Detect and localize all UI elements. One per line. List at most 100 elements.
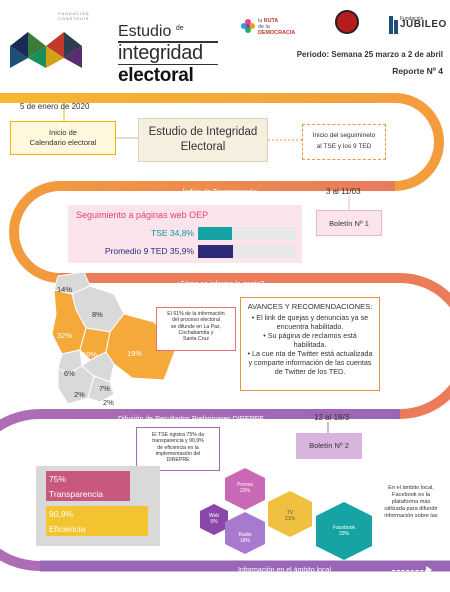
avances-item: • El link de quejas y denuncias ya se en…	[251, 313, 369, 331]
eficiencia-value: 90,9%	[49, 509, 74, 519]
ted-bar-track	[198, 245, 296, 258]
direpre-note-box: El TSE rigistra 75% da transparencia y 9…	[136, 427, 220, 471]
map-pct-lapaz: 32%	[57, 331, 73, 340]
local-note-line-1: En el ámbito local,	[388, 485, 434, 491]
ruta-dela: de la	[258, 24, 270, 30]
report-period: Periodo: Semana 25 marzo a 2 de abril	[296, 50, 443, 59]
title-word-integridad: integridad	[118, 41, 203, 64]
hex-facebook-value: 33%	[338, 531, 349, 537]
map-pct-chuquisaca: 7%	[99, 384, 110, 393]
brand-text: Fundación Construir	[58, 12, 90, 21]
hex-radio-value: 18%	[239, 538, 250, 544]
map-pct-potosi: 2%	[74, 390, 85, 399]
como-se-informa-label: ¿Cómo se informa la gente?	[175, 281, 265, 288]
eficiencia-label: Eficiencia	[49, 524, 86, 534]
map-pct-oruro: 6%	[64, 369, 75, 378]
hex-web	[200, 504, 228, 535]
transparency-title: Seguimiento a páginas web OEP	[76, 210, 209, 220]
inicio-calendario-box: Inicio de Calendario electoral	[10, 121, 116, 155]
direpre-note-line-5: DIREPRE	[166, 457, 190, 464]
estudio-line-2: Electoral	[180, 141, 226, 153]
logo-ruta-democracia: la RUTA de la DEMOCRACIA	[240, 12, 312, 40]
title-word-estudio: Estudio	[118, 23, 172, 40]
arrow-dash-line	[392, 570, 428, 571]
map-note-line-3: se difunde en La Paz,	[170, 323, 222, 330]
hex-facebook-label: Facebook 33%	[324, 525, 364, 537]
ted-bar-fill	[198, 245, 234, 258]
hex-prensa-label: Prensa 23%	[225, 482, 265, 494]
local-note-line-2: Facebook es la	[392, 492, 430, 498]
map-note-line-1: El 61% de la información	[167, 311, 225, 317]
indice-transparencia-label: Índice de Transparencia	[182, 189, 258, 196]
seal-logo-icon	[335, 10, 359, 34]
direpre-note-line-2: transparencia y 90,9%	[152, 438, 204, 445]
avances-item: • Su página de reclamos está habilitada.	[263, 331, 357, 349]
eficiencia-metric: 90,9% Eficiencia	[46, 506, 148, 536]
jubileo-mark-icon	[389, 16, 398, 34]
ruta-la: la	[258, 18, 263, 24]
ruta-ruta: RUTA	[263, 18, 279, 24]
ted-bar-label: Promedio 9 TED 35,9%	[104, 246, 194, 256]
media-hexagons	[200, 468, 372, 560]
brand-mosaic-icon	[10, 32, 82, 68]
map-pct-cochabamba: 10%	[82, 350, 98, 359]
map-note-line-2: del proceso electoral	[172, 317, 220, 324]
hex-radio	[225, 512, 265, 554]
hex-facebook	[316, 502, 372, 560]
estudio-line-1: Estudio de Integridad	[148, 126, 258, 138]
map-pct-santacruz: 19%	[127, 349, 143, 358]
hex-tv	[268, 491, 312, 537]
tse-bar-label: TSE 34,8%	[151, 228, 194, 238]
ruta-flower-icon	[241, 19, 255, 33]
avances-item: • La cue nta de Twitter está actualizada…	[247, 349, 373, 376]
inicio-line-2: Calendario electoral	[29, 138, 97, 147]
map-note-line-4: Cochabamba y	[178, 329, 214, 336]
brand-logo	[6, 8, 96, 70]
boletin2-dates: 12 al 18/3	[314, 413, 350, 422]
local-note-line-3: plataforma más	[391, 499, 431, 505]
transparencia-label: Transparencia	[49, 489, 104, 499]
map-note-box: El 61% de la información del proceso ele…	[156, 307, 236, 351]
transparencia-metric: 75% Transparencia	[46, 471, 130, 501]
difusion-label: Difusión de Resultados Preliminares DIRE…	[118, 416, 264, 423]
transparencia-value: 75%	[49, 474, 67, 484]
jubileo-name: JUBILEO	[400, 19, 447, 30]
logo-jubileo: Fundación JUBILEO	[388, 14, 446, 38]
avances-box: AVANCES Y RECOMENDACIONES: • El link de …	[240, 297, 380, 391]
info-local-label: Información en el ámbito local	[238, 567, 331, 574]
tse-bar-fill	[198, 227, 233, 240]
map-pct-pando: 14%	[57, 285, 73, 294]
boletin1-dates: 3 al 11/03	[326, 187, 361, 196]
hex-facebook-name: Facebook	[333, 525, 355, 531]
direpre-note-line-4: implementación del	[155, 450, 201, 457]
estudio-integridad-box: Estudio de Integridad Electoral	[138, 118, 268, 162]
hex-prensa-value: 23%	[239, 488, 250, 494]
title-word-electoral: electoral	[118, 65, 194, 86]
timeline-start-date: 5 de enero de 2020	[20, 102, 90, 111]
tse-bar-track	[198, 227, 296, 240]
local-note-line-5: información sobre las	[384, 513, 438, 519]
hex-prensa	[225, 468, 265, 510]
local-note-line-4: utilizada para difundir	[384, 506, 438, 512]
study-title: Estudio de integridad electoral	[118, 24, 218, 85]
boletin2-box: Boletín Nº 2	[296, 433, 362, 459]
report-number: Reporte Nº 4	[392, 66, 443, 76]
bolivia-map	[51, 271, 177, 405]
inicio-seguimiento-box: Inicio del seguimineto al TSE y los 9 TE…	[302, 124, 386, 160]
jubileo-fundacion: Fundación	[400, 16, 424, 22]
direpre-note-line-3: de eficiencia en la	[157, 444, 199, 451]
local-note: En el ámbito local, Facebook es la plata…	[380, 485, 442, 520]
hex-radio-label: Radio 18%	[225, 532, 265, 544]
title-word-de: de	[175, 25, 184, 32]
map-pct-tarija: 2%	[103, 398, 114, 407]
hex-prensa-name: Prensa	[237, 482, 253, 488]
hex-tv-name: TV	[286, 510, 294, 516]
boletin1-box: Boletín Nº 1	[316, 210, 382, 236]
seguimiento-line-1: Inicio del seguimineto	[312, 132, 376, 139]
avances-title: AVANCES Y RECOMENDACIONES:	[247, 302, 373, 311]
direpre-note-line-1: El TSE rigistra 75% da	[151, 432, 205, 438]
hex-tv-value: 21%	[284, 516, 295, 522]
hex-web-name: Web	[208, 513, 220, 519]
inicio-line-1: Inicio de	[49, 128, 77, 137]
hex-web-value: 5%	[210, 519, 218, 525]
